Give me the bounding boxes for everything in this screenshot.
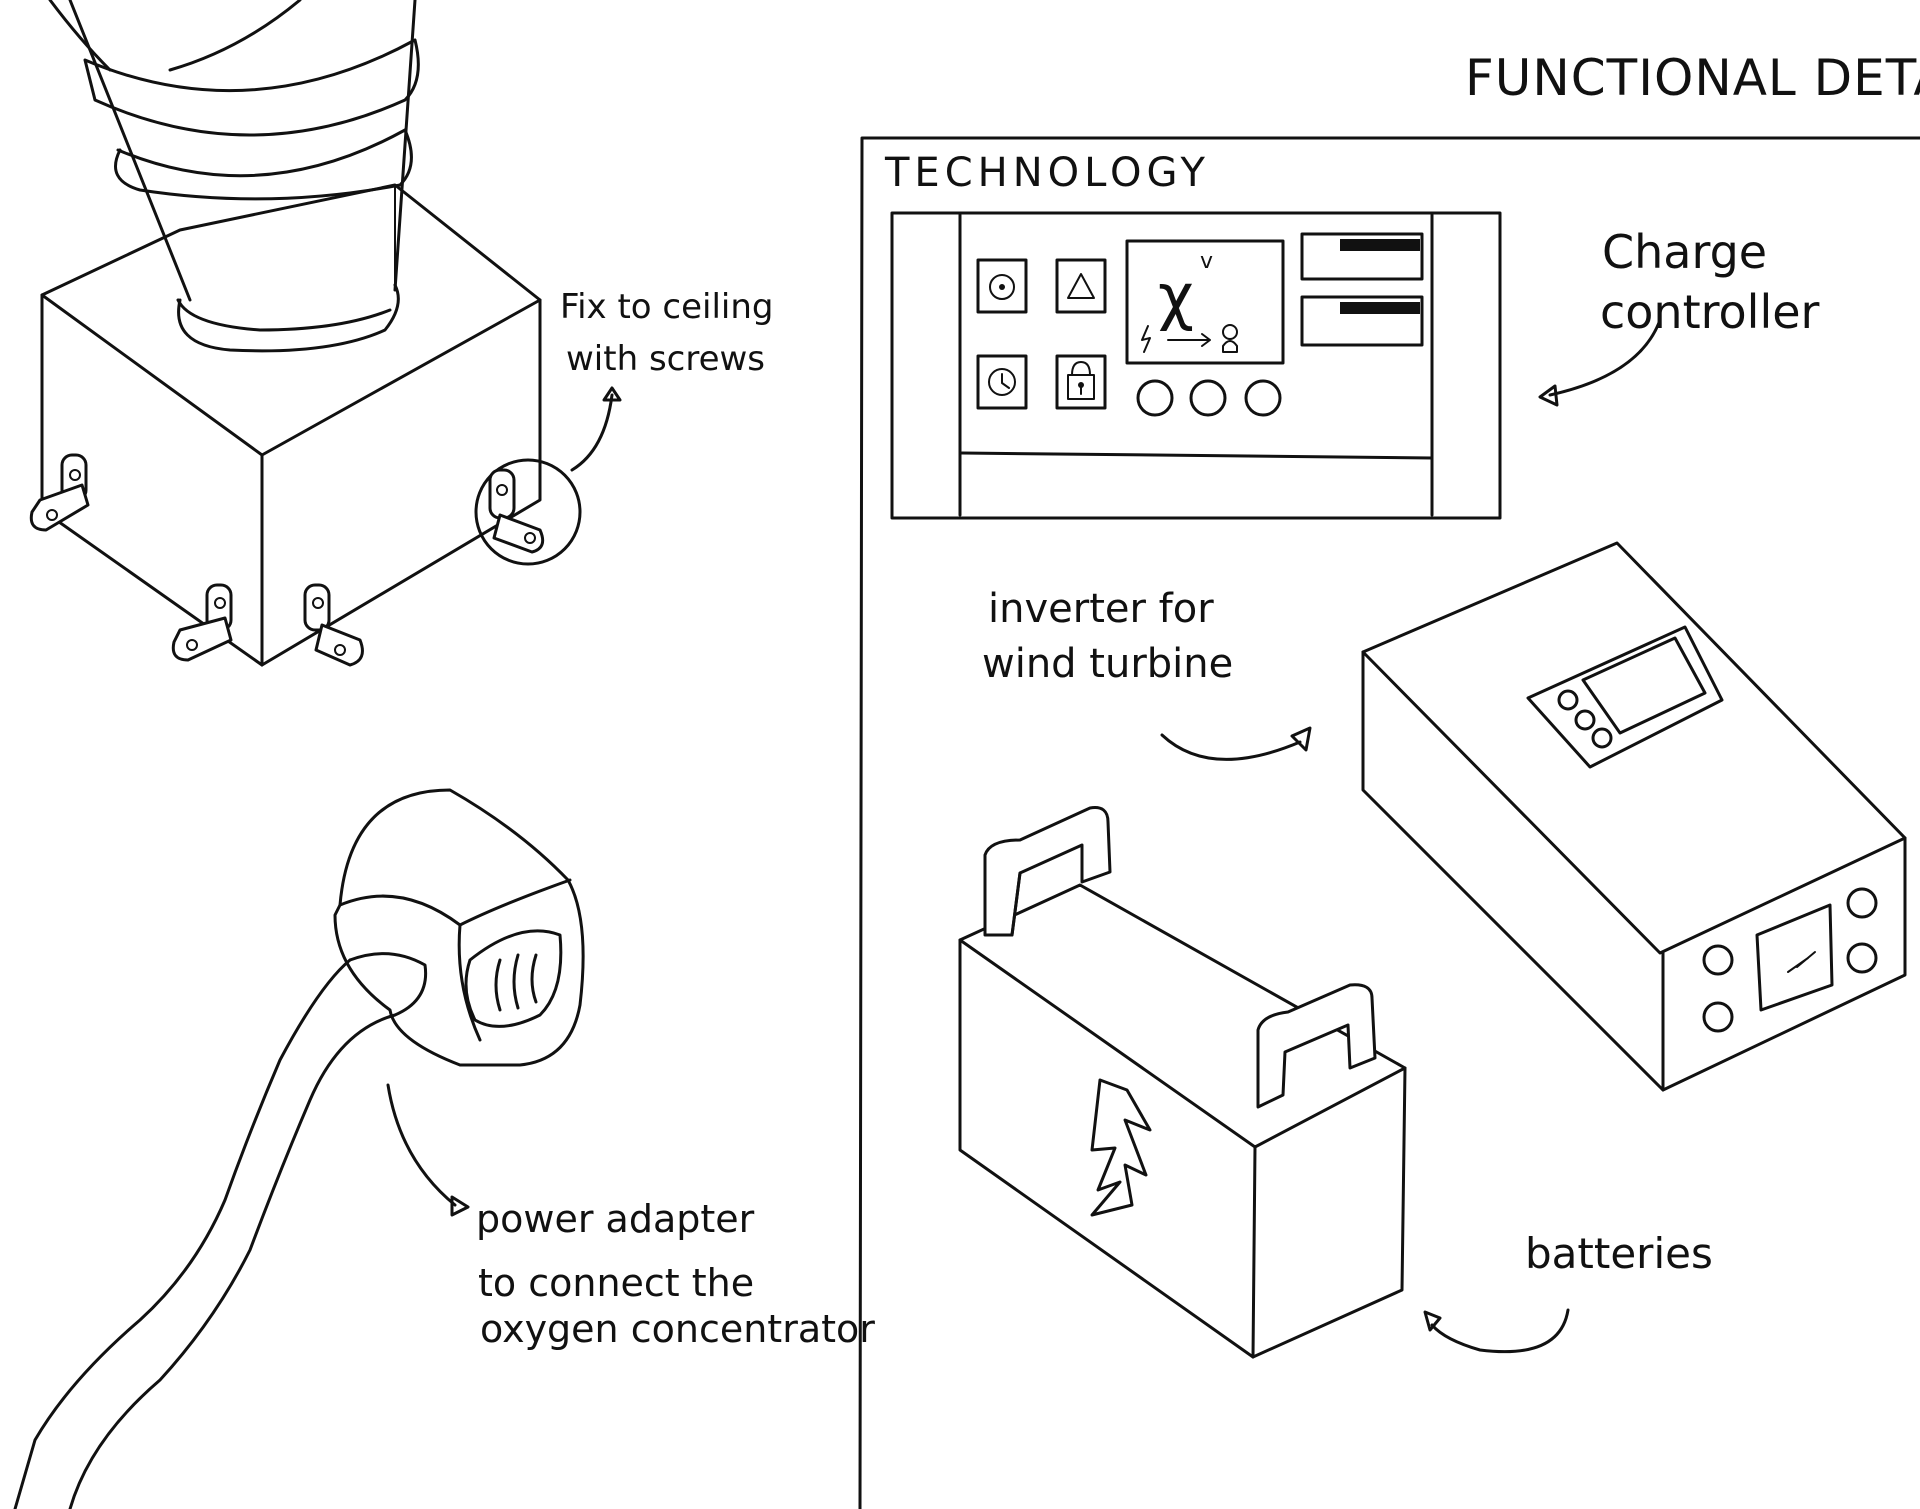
controller-display (1125, 239, 1285, 365)
charge-label-line2: controller (1600, 285, 1820, 339)
charge-controller: χ v (890, 211, 1662, 520)
adapter-label-line3: oxygen concentrator (480, 1307, 875, 1351)
adapter-label-line2: to connect the (478, 1261, 754, 1305)
inverter (1160, 541, 1907, 1092)
bracket (303, 583, 364, 667)
ceiling-mount-box (29, 0, 622, 667)
lightning-icon (1141, 325, 1151, 353)
display-symbol: χ (1158, 260, 1194, 333)
inverter-label-line1: inverter for (988, 586, 1214, 632)
bracket (29, 453, 90, 532)
arrow-right-icon (1167, 333, 1211, 347)
mount-label-line2: with screws (566, 339, 765, 379)
battery (958, 806, 1570, 1359)
charge-label-line1: Charge (1602, 225, 1767, 279)
controller-button (1189, 379, 1227, 417)
circle-dot-icon (989, 274, 1015, 300)
display-superscript: v (1200, 249, 1213, 274)
adapter-label-line1: power adapter (476, 1197, 755, 1241)
clock-icon (988, 368, 1016, 396)
bulb-icon (1222, 324, 1238, 353)
mount-label-line1: Fix to ceiling (560, 287, 773, 327)
batteries-label: batteries (1525, 1229, 1713, 1278)
triangle-icon (1067, 273, 1095, 299)
inverter-label-line2: wind turbine (982, 641, 1233, 687)
technology-panel (858, 136, 1920, 1509)
level-meter (1300, 232, 1424, 281)
controller-button (1244, 379, 1282, 417)
bracket (171, 583, 233, 662)
bracket-zoom (474, 458, 582, 566)
power-cable (68, 952, 428, 1509)
padlock-icon (1067, 361, 1095, 400)
level-meter (1300, 295, 1424, 347)
technology-title: TECHNOLOGY (884, 150, 1210, 196)
lightning-icon (1090, 1078, 1152, 1217)
controller-button (1136, 379, 1174, 417)
power-adapter (13, 788, 585, 1509)
page-title: FUNCTIONAL DETAILS (1465, 49, 1920, 107)
arrow-to-mount-label (570, 393, 614, 472)
